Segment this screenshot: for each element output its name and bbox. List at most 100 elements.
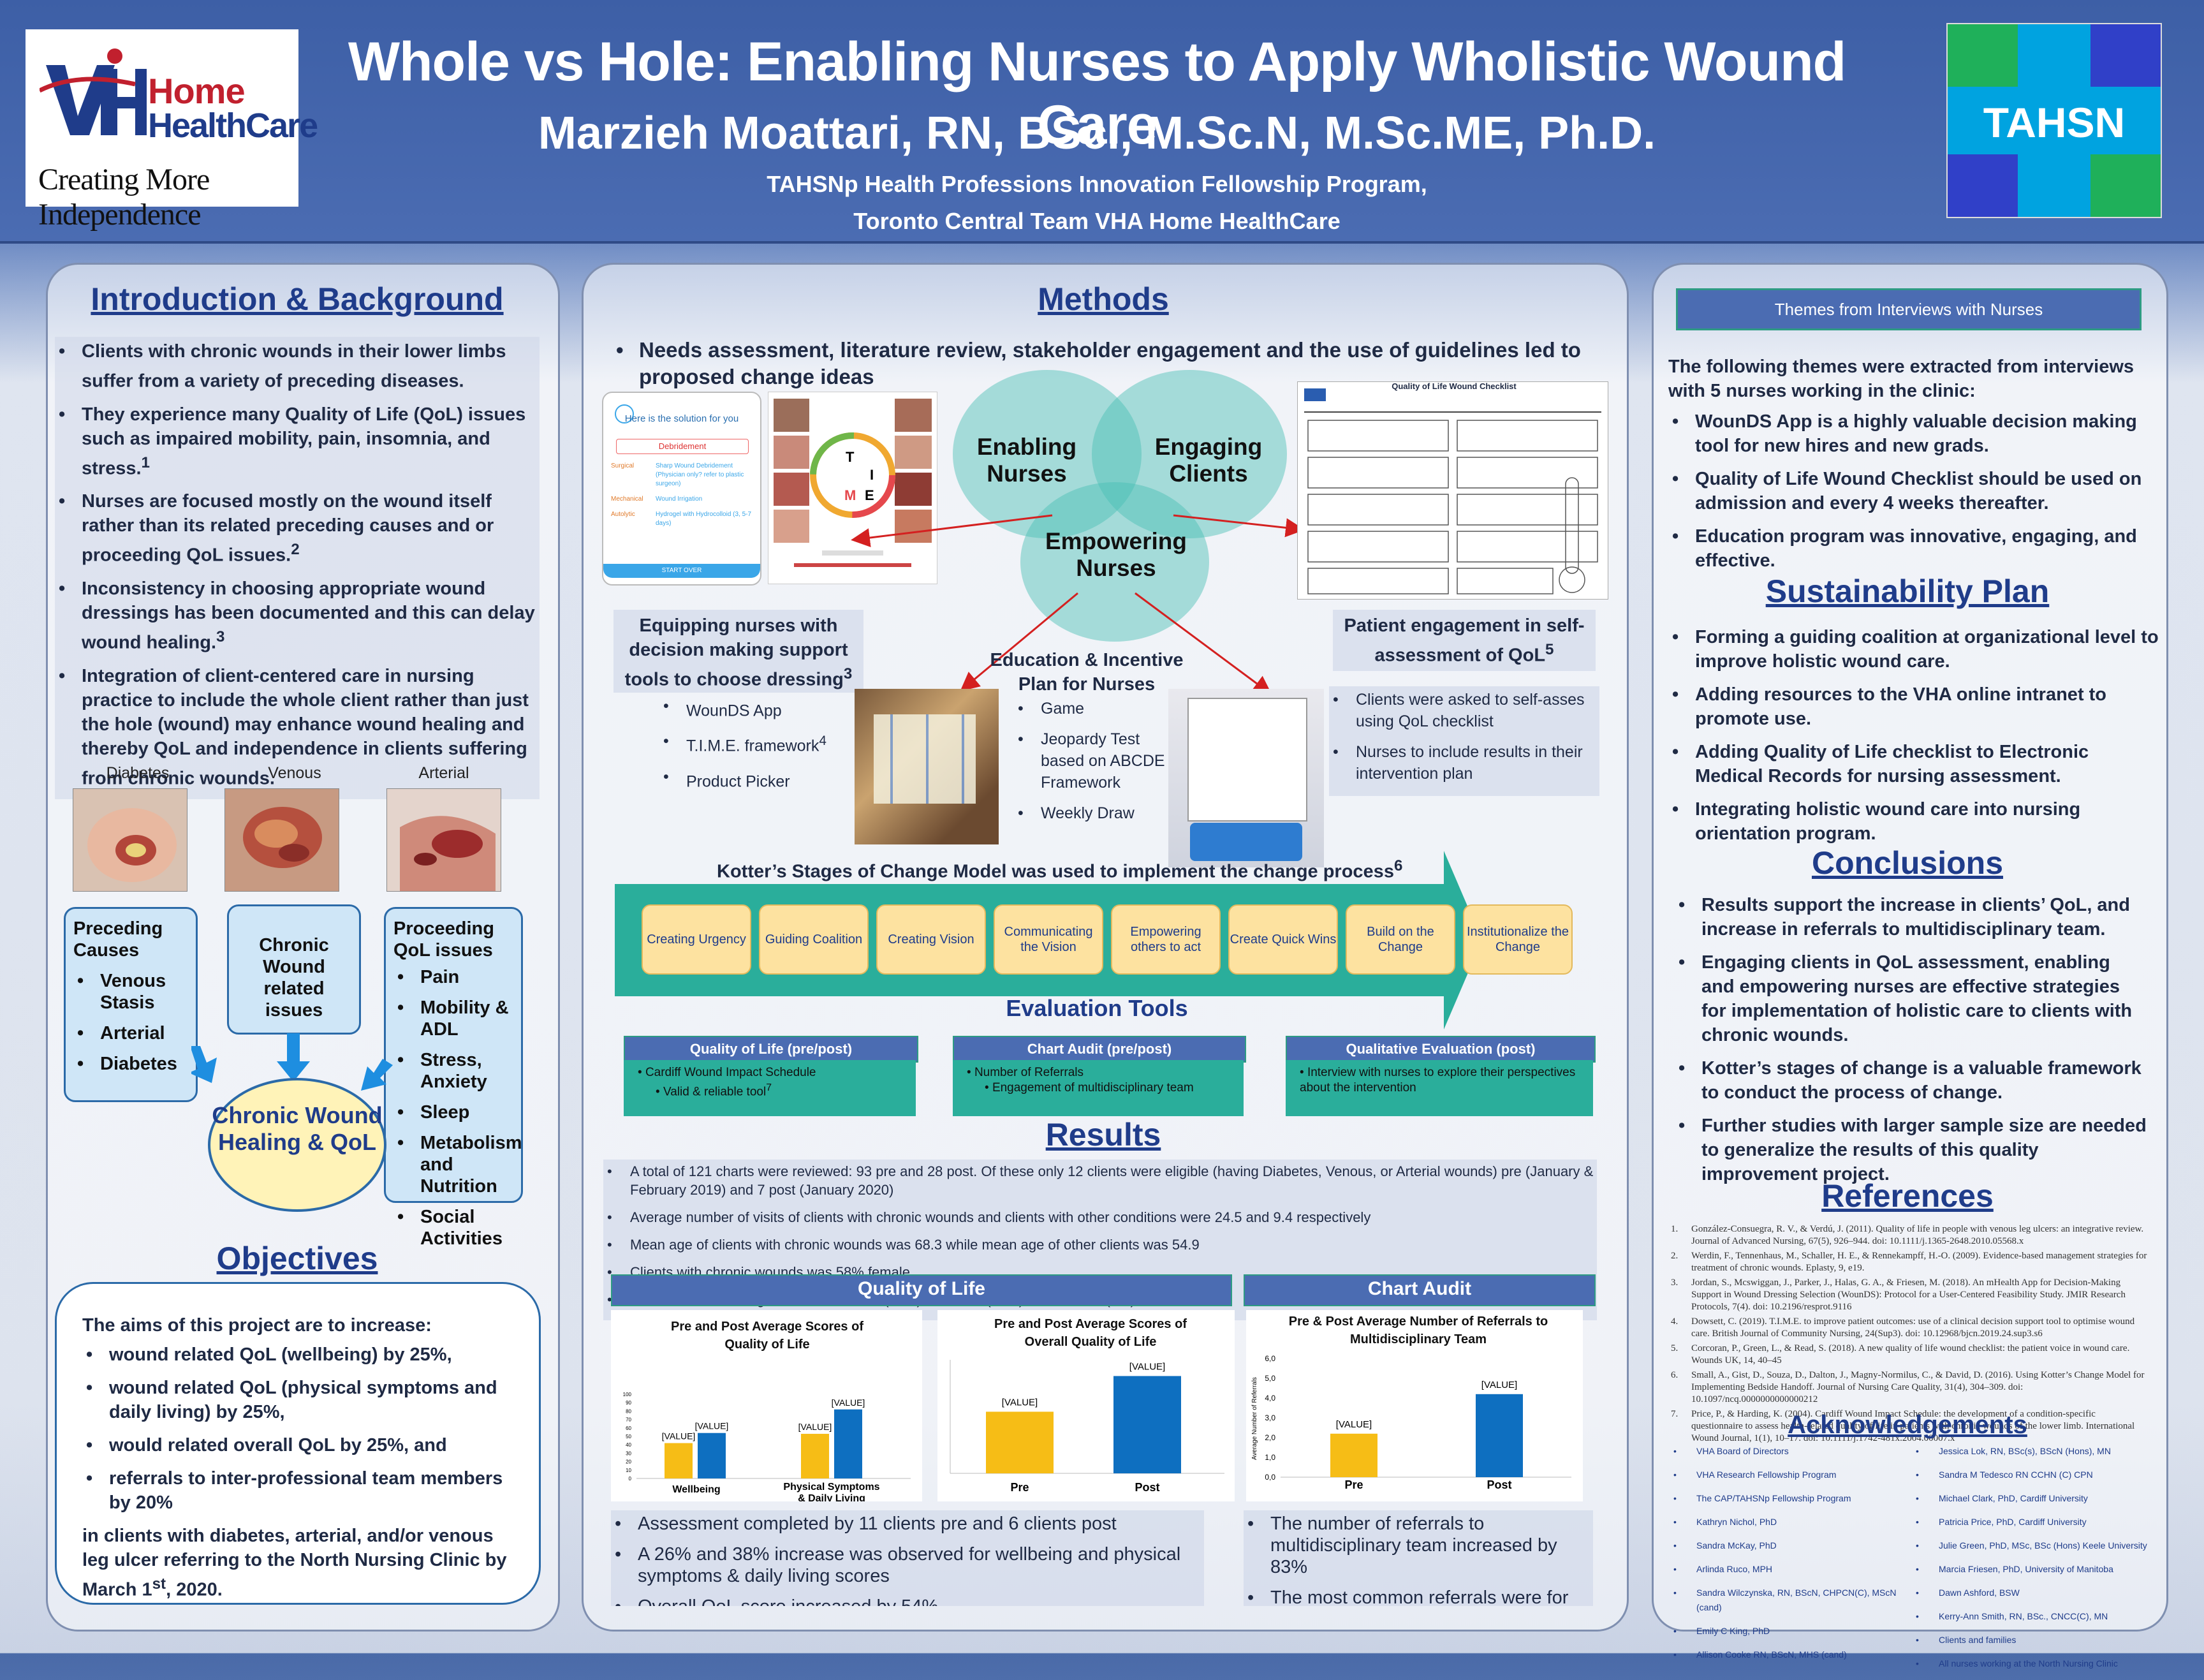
qol-issue-item: Pain	[393, 966, 513, 988]
references-list: 1.González-Consuegra, R. V., & Verdú, J.…	[1671, 1223, 2148, 1447]
wound-healing-qol-circle: Chronic Wound Healing & QoL	[208, 1078, 386, 1212]
qol-results-text: Assessment completed by 11 clients pre a…	[611, 1510, 1204, 1606]
kotter-step: Creating Vision	[876, 904, 986, 975]
proceeding-qol-box: Proceeding QoL issues PainMobility & ADL…	[384, 907, 523, 1249]
education-caption: Education & Incentive Plan for Nurses	[990, 650, 1184, 695]
qol-issue-item: Sleep	[393, 1102, 513, 1123]
referrals-chart: Pre & Post Average Number of Referrals t…	[1246, 1310, 1583, 1501]
acknowledgement-item: Marcia Friesen, PhD, University of Manit…	[1912, 1562, 2148, 1577]
theme-item: Quality of Life Wound Checklist should b…	[1668, 467, 2147, 515]
acknowledgement-item: Michael Clark, PhD, Cardiff University	[1912, 1491, 2148, 1506]
objectives-box: The aims of this project are to increase…	[55, 1282, 541, 1605]
patient-engagement-list: Clients were asked to self-asses using Q…	[1329, 686, 1599, 796]
eval-tool-body: • Interview with nurses to explore their…	[1286, 1060, 1593, 1116]
logo-healthcare-text: HealthCare	[148, 107, 318, 145]
eval-tool-item: • Cardiff Wound Impact Schedule	[638, 1066, 816, 1079]
themes-intro: The following themes were extracted from…	[1668, 357, 2134, 401]
svg-text:M: M	[844, 487, 856, 503]
sustainability-item: Integrating holistic wound care into nur…	[1668, 797, 2159, 846]
app-tag: Debridement	[616, 439, 749, 454]
patient-engagement-item: Nurses to include results in their inter…	[1329, 741, 1599, 785]
acknowledgement-item: Jessica Lok, RN, BSc(s), BScN (Hons), MN	[1912, 1444, 2148, 1459]
affiliation-line-1: TAHSNp Health Professions Innovation Fel…	[767, 171, 1427, 197]
equipping-item: WounDS App	[659, 695, 851, 721]
eval-tool-header: Quality of Life (pre/post)	[624, 1036, 918, 1063]
x-category-label: Pre	[1344, 1478, 1363, 1491]
theme-item: WounDS App is a highly valuable decision…	[1668, 409, 2147, 458]
acknowledgement-item: VHA Board of Directors	[1670, 1444, 1906, 1459]
equipping-tools-list: WounDS AppT.I.M.E. framework4Product Pic…	[659, 695, 851, 801]
kotter-step: Institutionalize the Change	[1463, 904, 1573, 975]
svg-text:T: T	[846, 449, 855, 465]
chart-audit-text: The number of referrals to multidiscipli…	[1244, 1510, 1593, 1606]
acknowledgement-item: Allison Cooke RN, BScN, MHS (cand)	[1670, 1647, 1906, 1662]
y-tick-label: 0	[629, 1476, 632, 1482]
venn-label-enabling: Enabling Nurses	[976, 434, 1077, 487]
intro-bullet: They experience many Quality of Life (Qo…	[55, 402, 540, 481]
data-label: [VALUE]	[832, 1397, 865, 1408]
eval-tool-item: • Engagement of multidisciplinary team	[985, 1081, 1194, 1094]
venn-circle-engaging	[1092, 370, 1287, 538]
y-tick-label: 50	[626, 1434, 631, 1440]
intro-heading: Introduction & Background	[91, 281, 504, 317]
sustainability-item: Adding Quality of Life checklist to Elec…	[1668, 740, 2159, 788]
y-tick-label: 60	[626, 1426, 631, 1431]
acknowledgement-item: Emily C King, PhD	[1670, 1624, 1906, 1639]
reference-item: 4.Dowsett, C. (2019). T.I.M.E. to improv…	[1671, 1316, 2135, 1339]
bar	[665, 1443, 693, 1478]
x-category-label: Physical Symptoms& Daily Living	[783, 1482, 879, 1501]
results-bullet: Average number of visits of clients with…	[603, 1208, 1597, 1227]
data-label: [VALUE]	[798, 1422, 832, 1432]
evaluation-tools-title: Evaluation Tools	[1006, 995, 1188, 1021]
data-label: [VALUE]	[1129, 1361, 1165, 1372]
kotter-title: Kotter’s Stages of Change Model was used…	[717, 857, 1403, 882]
kotter-step: Communicating the Vision	[994, 904, 1103, 975]
x-category-label: Wellbeing	[672, 1484, 720, 1495]
logo-home-text: Home	[148, 71, 246, 111]
chart-audit-bullet: The most common referrals were for ET nu…	[1244, 1587, 1593, 1606]
kotter-step: Guiding Coalition	[759, 904, 869, 975]
app-title: Here is the solution for you	[624, 413, 739, 424]
bar	[1113, 1376, 1181, 1473]
qol-issue-item: Mobility & ADL	[393, 997, 513, 1040]
qol-checklist-sheet	[1297, 381, 1608, 600]
objective-item: wound related QoL (physical symptoms and…	[82, 1376, 513, 1424]
y-tick-label: 3,0	[1265, 1413, 1275, 1422]
cause-item: Arterial	[73, 1022, 188, 1044]
conclusion-item: Further studies with larger sample size …	[1675, 1114, 2148, 1186]
kotter-step: Create Quick Wins	[1228, 904, 1338, 975]
acknowledgement-item: Sandra M Tedesco RN CCHN (C) CPN	[1912, 1468, 2148, 1482]
y-tick-label: 4,0	[1265, 1394, 1275, 1403]
objectives-intro: The aims of this project are to increase…	[82, 1315, 432, 1336]
sustainability-heading: Sustainability Plan	[1765, 573, 2050, 609]
patient-engagement-caption: Patient engagement in self-assessment of…	[1333, 610, 1596, 671]
qol-results-band: Quality of Life	[611, 1274, 1232, 1306]
reference-item: 6.Small, A., Gist, D., Souza, D., Dalton…	[1671, 1370, 2145, 1404]
y-tick-label: 20	[626, 1459, 631, 1465]
y-tick-label: 90	[626, 1400, 631, 1406]
education-list: GameJeopardy Test based on ABCDE Framewo…	[1014, 698, 1167, 833]
diabetic-wound-photo	[73, 788, 187, 892]
conclusion-item: Engaging clients in QoL assessment, enab…	[1675, 950, 2148, 1047]
data-label: [VALUE]	[1336, 1419, 1372, 1430]
education-item: Jeopardy Test based on ABCDE Framework	[1014, 728, 1167, 793]
qol-result-bullet: Assessment completed by 11 clients pre a…	[611, 1513, 1204, 1535]
acknowledgements-col-1: VHA Board of DirectorsVHA Research Fello…	[1670, 1444, 1906, 1671]
x-category-label: Pre	[1010, 1481, 1029, 1494]
y-tick-label: 80	[626, 1408, 631, 1414]
references-heading: References	[1821, 1178, 1994, 1214]
qol-issue-item: Social Activities	[393, 1206, 513, 1249]
data-label: [VALUE]	[1002, 1397, 1038, 1408]
tahsn-cross-icon	[1948, 24, 2161, 217]
venn-label-empowering: Empowering Nurses	[1045, 528, 1187, 581]
y-tick-label: 6,0	[1265, 1354, 1275, 1363]
chart-3-title: Pre & Post Average Number of Referrals t…	[1288, 1315, 1548, 1346]
conclusion-item: Results support the increase in clients’…	[1675, 893, 2148, 941]
preceding-causes-box: Preceding Causes Venous StasisArterialDi…	[64, 907, 198, 1102]
qol-subscale-chart: Pre and Post Average Scores of Quality o…	[611, 1310, 922, 1501]
chart-1-svg: 0102030405060708090100[VALUE][VALUE][VAL…	[623, 1392, 911, 1501]
arterial-wound-photo	[386, 788, 501, 892]
